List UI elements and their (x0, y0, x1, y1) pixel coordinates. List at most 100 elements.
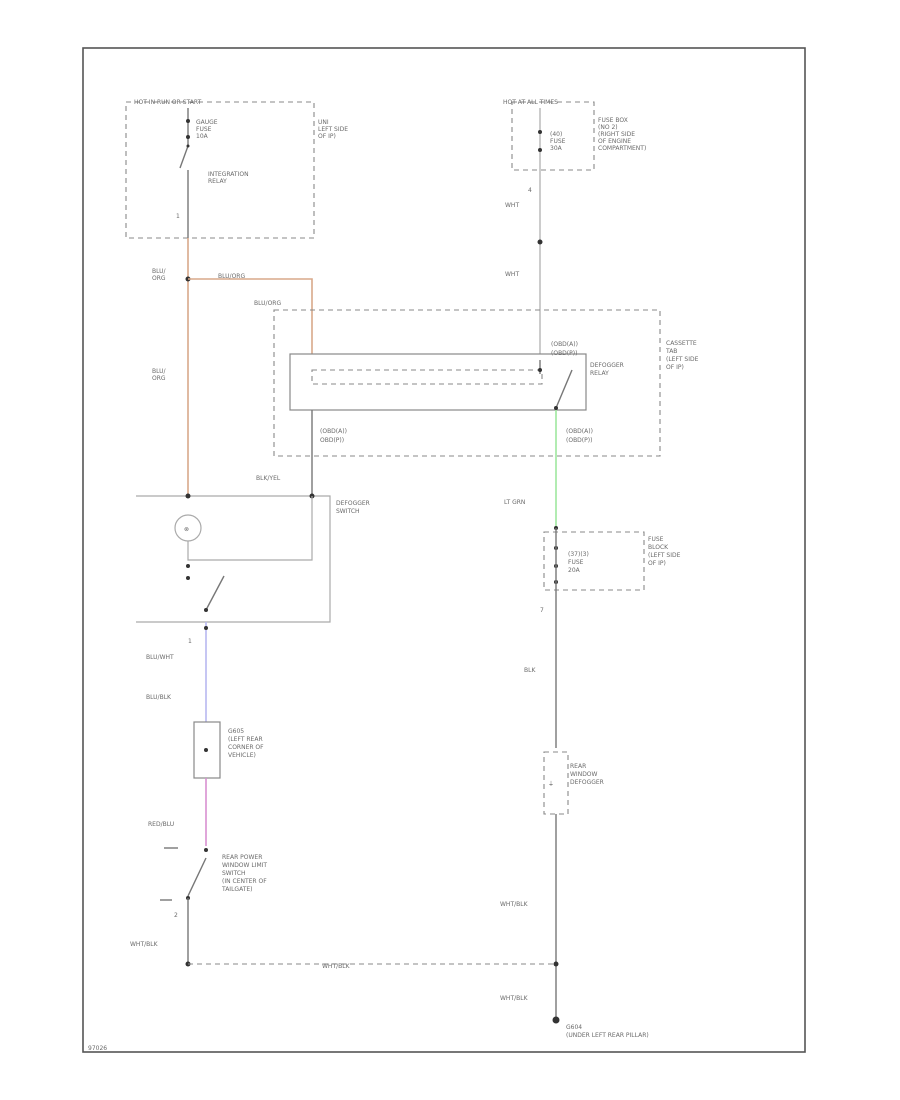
relay-label-l2-right: RELAY (590, 370, 609, 377)
limit-label-l4: (IN CENTER OF (222, 878, 267, 885)
g604-label-l1: G604 (566, 1024, 582, 1031)
wire-red-blu: RED/BLU (148, 821, 174, 828)
pin-label-p3: 2 (174, 912, 178, 919)
relay-label-l1: INTEGRATION (208, 171, 249, 178)
splice-wht (537, 239, 543, 245)
cassette-loc-l3: (LEFT SIDE (666, 356, 699, 363)
blu-org-horizontal-wire (188, 278, 313, 354)
fuse20-l2: FUSE (568, 559, 584, 566)
fuse20-l3: 20A (568, 567, 581, 574)
switch-housing (136, 495, 331, 623)
wire-blk: BLK (524, 667, 536, 674)
wire-wht-blk-left: WHT/BLK (130, 941, 159, 948)
wire-blu-blk: BLU/BLK (146, 694, 172, 701)
wire-blu-org-h: BLU/ORG (218, 273, 245, 280)
top-right-header: HOT AT ALL TIMES (503, 99, 558, 106)
defogger-relay-box (289, 353, 587, 411)
top-right-loc-l1: FUSE BOX (598, 117, 628, 124)
limit-label-l3: SWITCH (222, 870, 246, 877)
cassette-loc-l4: OF IP) (666, 364, 684, 371)
top-left-fuse-l3: 10A (196, 133, 209, 140)
switch-lever (205, 575, 225, 611)
top-left-fuse-l2: FUSE (196, 126, 212, 133)
relay-contact (179, 145, 189, 169)
fuse-block-loc-l3: (LEFT SIDE (648, 552, 681, 559)
cassette-loc-l1: CASSETTE (666, 340, 697, 347)
relay-coil-dashed (311, 369, 543, 385)
fuse-block-dashed-box (543, 531, 645, 591)
diagram-code: 97026 (88, 1045, 107, 1052)
switch-node-2 (186, 576, 190, 580)
fuse-block-loc-l2: BLOCK (648, 544, 669, 551)
wire-blu-org-1-l2: ORG (152, 275, 166, 282)
fuse-block-loc-l1: FUSE (648, 536, 664, 543)
pin-label-p5: 7 (540, 607, 544, 614)
relay-terminal-b (554, 406, 558, 410)
wire-wht-blk-right1: WHT/BLK (500, 901, 529, 908)
fuse20-l1: (37)(3) (568, 551, 589, 558)
relay-switch-arm (555, 369, 573, 409)
switch-node-1 (186, 564, 190, 568)
lamp-glyph: ⊗ (184, 526, 189, 533)
cassette-dashed-box (273, 309, 661, 457)
relay-label-l2: RELAY (208, 178, 227, 185)
wire-blu-org-dash: BLU/ORG (254, 300, 281, 307)
diagram-frame (82, 47, 806, 1053)
top-left-loc-l3: OF IP) (318, 133, 336, 140)
conn-right-bottom-l1: (OBD(A)) (566, 428, 593, 435)
switch-terminal-left (185, 493, 191, 499)
conn-bottom-l2: OBD(P)) (320, 437, 344, 444)
top-left-loc-l1: UNI (318, 119, 329, 126)
wire-blk-yel: BLK/YEL (256, 475, 281, 482)
g604-label-l2: (UNDER LEFT REAR PILLAR) (566, 1032, 649, 1039)
conn-top-l1: (OBD(A)) (551, 341, 578, 348)
limit-label-l5: TAILGATE) (221, 886, 253, 893)
g605-connector (193, 721, 221, 779)
g605-terminal (204, 748, 208, 752)
defogger-element (543, 751, 569, 815)
top-right-dashed-box (511, 101, 595, 171)
lamp-circuit (187, 496, 313, 561)
switch-label-l1: DEFOGGER (336, 500, 370, 507)
pin-label-p1: 1 (176, 213, 180, 220)
g605-label-l2: (LEFT REAR (228, 736, 263, 743)
fuse-terminal-top (186, 119, 190, 123)
fuse-block-loc-l4: OF IP) (648, 560, 666, 567)
top-left-dashed-box (125, 101, 315, 239)
relay-label-l1-right: DEFOGGER (590, 362, 624, 369)
conn-bottom-l1: (OBD(A)) (320, 428, 347, 435)
wire-wht-1: WHT (505, 202, 519, 209)
fuse30-top (538, 130, 542, 134)
defogger-label-l2: WINDOW (570, 771, 598, 778)
g605-label-l3: CORNER OF (228, 744, 264, 751)
relay-terminal-a (538, 368, 542, 372)
limit-terminal-top (204, 848, 208, 852)
top-right-fuse-l2: FUSE (550, 138, 566, 145)
top-right-loc-l2: (NO 2) (598, 124, 618, 131)
g605-label-l4: VEHICLE) (228, 752, 256, 759)
switch-label-l2: SWITCH (336, 508, 360, 515)
top-right-loc-l4: OF ENGINE (598, 138, 631, 145)
defogger-label-l1: REAR (570, 763, 586, 770)
relay-pivot (186, 144, 190, 148)
wire-wht-blk-bottom: WHT/BLK (322, 963, 351, 970)
top-right-loc-l5: COMPARTMENT) (598, 145, 646, 152)
splice-right-bottom (553, 961, 559, 967)
wire-blu-org-2-l1: BLU/ (152, 368, 167, 375)
cassette-loc-l2: TAB (665, 348, 677, 355)
wire-blu-org-1-l1: BLU/ (152, 268, 167, 275)
limit-label-l2: WINDOW LIMIT (222, 862, 267, 869)
wire-wht-blk-right2: WHT/BLK (500, 995, 529, 1002)
blu-wht-terminal (204, 626, 208, 630)
wire-blu-org-2-l2: ORG (152, 375, 166, 382)
g605-label-l1: G605 (228, 728, 244, 735)
conn-top-l2: (OBD(P)) (551, 350, 577, 357)
wire-wht-2: WHT (505, 271, 519, 278)
wire-blu-wht: BLU/WHT (146, 654, 174, 661)
top-left-header: HOT IN RUN OR START (134, 99, 202, 106)
defogger-glyph: ⏚ (548, 781, 554, 788)
limit-switch-lever (187, 857, 207, 897)
top-right-fuse-l3: 30A (550, 145, 563, 152)
fuse-terminal-bottom (186, 135, 190, 139)
